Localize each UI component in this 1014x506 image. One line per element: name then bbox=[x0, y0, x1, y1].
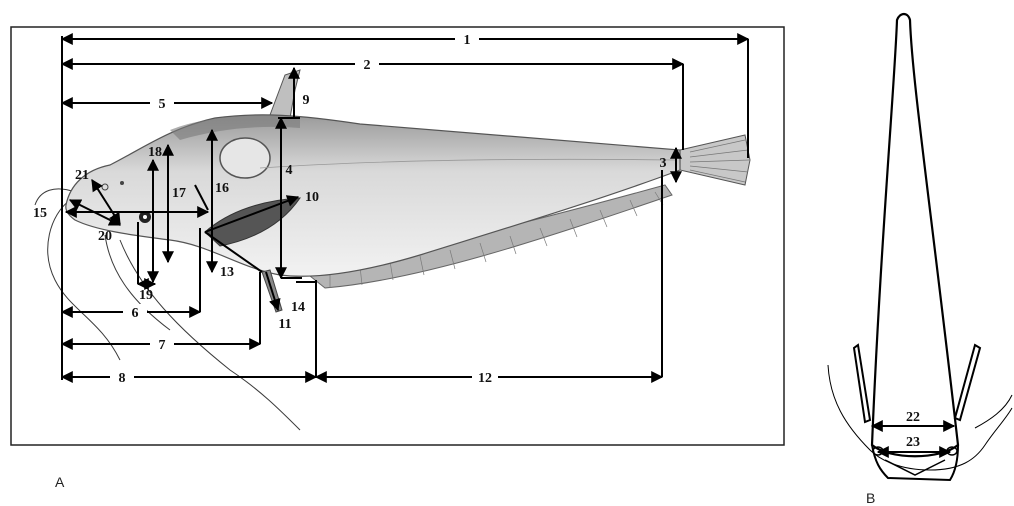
label-10: 10 bbox=[305, 190, 319, 205]
panel-a-label: A bbox=[55, 474, 65, 490]
label-20: 20 bbox=[98, 229, 112, 244]
label-3: 3 bbox=[660, 156, 667, 171]
label-18: 18 bbox=[148, 145, 162, 160]
label-4: 4 bbox=[286, 163, 293, 178]
head-outline bbox=[828, 365, 1012, 470]
label-5: 5 bbox=[159, 97, 166, 112]
label-1: 1 bbox=[464, 33, 471, 48]
panel-b: 22 23 B bbox=[828, 14, 1012, 506]
label-22: 22 bbox=[906, 410, 920, 425]
label-23: 23 bbox=[906, 435, 920, 450]
label-12: 12 bbox=[478, 371, 492, 386]
right-pectoral-spine bbox=[955, 345, 980, 420]
label-14: 14 bbox=[291, 300, 305, 315]
left-pectoral-spine bbox=[854, 345, 870, 422]
label-19: 19 bbox=[139, 288, 153, 303]
label-2: 2 bbox=[364, 58, 371, 73]
label-21: 21 bbox=[75, 168, 89, 183]
label-7: 7 bbox=[159, 338, 166, 353]
label-13: 13 bbox=[220, 265, 234, 280]
label-16: 16 bbox=[215, 181, 229, 196]
panel-b-label: B bbox=[866, 490, 875, 506]
gill-cover bbox=[220, 138, 270, 178]
panel-a: 1 2 3 4 5 6 7 8 9 10 11 12 13 14 15 16 1… bbox=[11, 27, 784, 490]
label-6: 6 bbox=[132, 306, 139, 321]
dorsal-view-outline bbox=[872, 14, 958, 456]
label-11: 11 bbox=[278, 317, 291, 332]
label-9: 9 bbox=[303, 93, 310, 108]
label-15: 15 bbox=[33, 206, 47, 221]
label-8: 8 bbox=[119, 371, 126, 386]
label-17: 17 bbox=[172, 186, 186, 201]
